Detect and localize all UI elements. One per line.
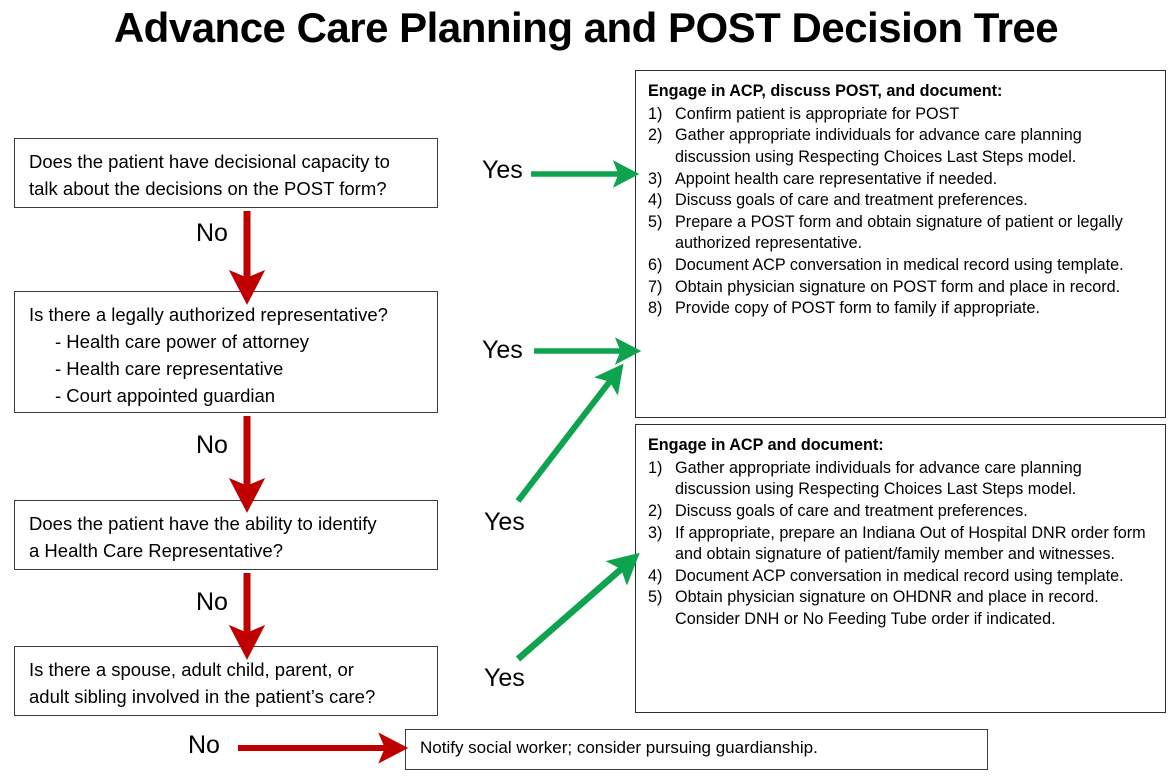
- note-box-social-worker[interactable]: Notify social worker; consider pursuing …: [405, 729, 988, 770]
- branch-label-no-4: No: [188, 731, 220, 759]
- decision-line: adult sibling involved in the patient’s …: [29, 686, 376, 707]
- list-text: Document ACP conversation in medical rec…: [675, 566, 1124, 585]
- decision-line: Is there a spouse, adult child, parent, …: [29, 659, 354, 680]
- decision-line: talk about the decisions on the POST for…: [29, 178, 387, 199]
- decision-sub-item: - Health care power of attorney: [55, 331, 309, 352]
- arrow-yes-3: [515, 363, 624, 503]
- panel-list-item: 1) Confirm patient is appropriate for PO…: [648, 104, 1155, 126]
- decision-box-family-involved[interactable]: Is there a spouse, adult child, parent, …: [14, 646, 438, 716]
- decision-sub-item: - Health care representative: [55, 358, 284, 379]
- panel-list-item: 4) Document ACP conversation in medical …: [648, 566, 1155, 588]
- decision-line: Does the patient have decisional capacit…: [29, 151, 390, 172]
- arrow-yes-4: [515, 552, 640, 662]
- list-number: 3): [648, 523, 663, 542]
- list-number: 7): [648, 277, 663, 296]
- panel-list-item: 5) Prepare a POST form and obtain signat…: [648, 212, 1155, 255]
- decision-box-decisional-capacity[interactable]: Does the patient have decisional capacit…: [14, 138, 438, 208]
- panel-heading: Engage in ACP and document:: [648, 436, 884, 454]
- decision-line: a Health Care Representative?: [29, 540, 284, 561]
- panel-list-item: 4) Discuss goals of care and treatment p…: [648, 190, 1155, 212]
- list-number: 2): [648, 501, 663, 520]
- list-number: 5): [648, 212, 663, 231]
- action-panel-acp[interactable]: Engage in ACP and document: 1) Gather ap…: [635, 424, 1166, 713]
- list-text: Provide copy of POST form to family if a…: [675, 299, 1040, 318]
- list-text: Document ACP conversation in medical rec…: [675, 256, 1124, 274]
- branch-label-yes-1: Yes: [482, 156, 523, 184]
- branch-label-yes-4: Yes: [484, 664, 525, 692]
- decision-line: Is there a legally authorized representa…: [29, 304, 388, 325]
- panel-list-item: 7) Obtain physician signature on POST fo…: [648, 277, 1155, 299]
- list-text: If appropriate, prepare an Indiana Out o…: [675, 523, 1146, 564]
- branch-label-no-2: No: [196, 431, 228, 459]
- branch-label-no-1: No: [196, 219, 228, 247]
- panel-list-item: 2) Discuss goals of care and treatment p…: [648, 501, 1155, 523]
- list-number: 4): [648, 566, 663, 585]
- list-number: 8): [648, 299, 663, 318]
- panel-list-item: 1) Gather appropriate individuals for ad…: [648, 458, 1155, 501]
- note-text: Notify social worker; consider pursuing …: [420, 738, 818, 757]
- page-title: Advance Care Planning and POST Decision …: [113, 4, 1059, 51]
- list-number: 3): [648, 169, 663, 188]
- list-number: 5): [648, 588, 663, 607]
- list-number: 4): [648, 191, 663, 210]
- decision-sub-item: - Court appointed guardian: [55, 385, 276, 406]
- action-panel-acp-post[interactable]: Engage in ACP, discuss POST, and documen…: [635, 70, 1166, 418]
- decision-line: Does the patient have the ability to ide…: [29, 513, 377, 534]
- list-text: Obtain physician signature on OHDNR and …: [675, 588, 1099, 628]
- list-number: 1): [648, 458, 663, 477]
- list-text: Gather appropriate individuals for advan…: [675, 126, 1082, 166]
- list-text: Discuss goals of care and treatment pref…: [675, 191, 1028, 210]
- list-text: Discuss goals of care and treatment pref…: [675, 501, 1028, 520]
- list-text: Obtain physician signature on POST form …: [675, 277, 1121, 296]
- list-number: 6): [648, 256, 663, 274]
- panel-list-item: 6) Document ACP conversation in medical …: [648, 255, 1155, 277]
- panel-heading: Engage in ACP, discuss POST, and documen…: [648, 82, 1003, 100]
- list-text: Gather appropriate individuals for advan…: [675, 458, 1082, 499]
- panel-list-item: 5) Obtain physician signature on OHDNR a…: [648, 587, 1155, 630]
- branch-label-yes-3: Yes: [484, 508, 525, 536]
- panel-list-item: 2) Gather appropriate individuals for ad…: [648, 125, 1155, 168]
- list-number: 1): [648, 104, 663, 123]
- panel-list-item: 8) Provide copy of POST form to family i…: [648, 298, 1155, 320]
- decision-box-identify-health-care-representative[interactable]: Does the patient have the ability to ide…: [14, 500, 438, 570]
- decision-box-legally-authorized-representative[interactable]: Is there a legally authorized representa…: [14, 291, 438, 413]
- list-text: Confirm patient is appropriate for POST: [675, 104, 960, 123]
- list-text: Appoint health care representative if ne…: [675, 169, 998, 188]
- list-text: Prepare a POST form and obtain signature…: [675, 212, 1123, 253]
- panel-list-item: 3) If appropriate, prepare an Indiana Ou…: [648, 523, 1155, 566]
- branch-label-yes-2: Yes: [482, 336, 523, 364]
- branch-label-no-3: No: [196, 588, 228, 616]
- panel-list-item: 3) Appoint health care representative if…: [648, 169, 1155, 191]
- list-number: 2): [648, 126, 663, 145]
